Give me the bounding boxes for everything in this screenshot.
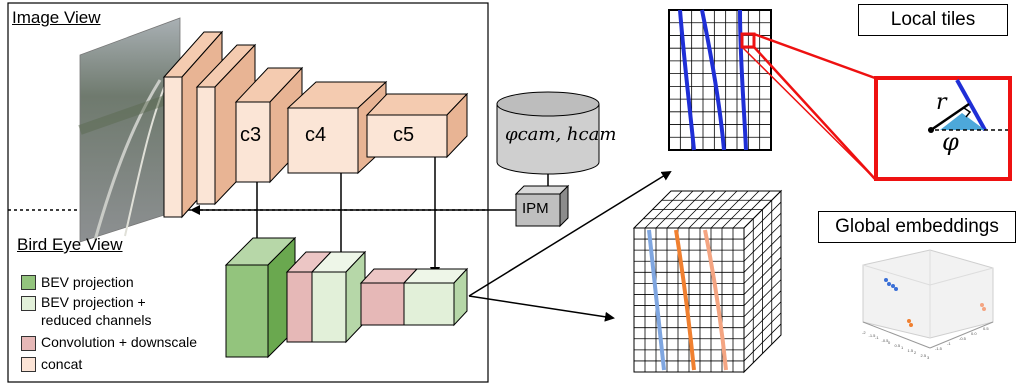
legend-label-convolution: Convolution + downscale bbox=[41, 334, 198, 350]
to-local-tiles-arrow bbox=[468, 170, 672, 297]
legend-label-reduced-line1: BEV projection + bbox=[41, 294, 146, 310]
scatter-tick-label: -1.5 bbox=[868, 332, 876, 338]
bird-eye-view-title: Bird Eye View bbox=[17, 235, 123, 254]
layer-label-c5: c5 bbox=[393, 124, 415, 146]
bev-conv-block-2 bbox=[359, 268, 419, 326]
scatter-tick-label: -0.5 bbox=[881, 337, 889, 343]
phi-symbol: φ bbox=[942, 128, 959, 156]
r-symbol: r bbox=[936, 90, 947, 115]
legend-swatch-convolution bbox=[21, 336, 36, 351]
image-view-title: Image View bbox=[12, 8, 101, 27]
scatter-tick-label: 1.5 bbox=[907, 347, 914, 353]
bev-reduced-block-2 bbox=[402, 267, 469, 327]
scatter-tick-label: -1.5 bbox=[935, 346, 942, 351]
layer-label-c3: c3 bbox=[240, 124, 262, 146]
camera-params-label: φcam, hcam bbox=[505, 124, 617, 145]
to-global-embeddings-arrow bbox=[468, 295, 615, 322]
bev-reduced-block-1 bbox=[310, 250, 367, 344]
backbone-block-c5 bbox=[365, 92, 469, 159]
zoom-line-bottom bbox=[753, 46, 876, 180]
scatter-tick-label: -1 bbox=[875, 335, 879, 340]
scatter-tick-label: 1 bbox=[901, 345, 904, 350]
ipm-label: IPM bbox=[522, 200, 549, 217]
global-embeddings-title: Global embeddings bbox=[818, 211, 1016, 243]
embedding-scatter-plot bbox=[862, 249, 994, 349]
highlighted-tile bbox=[740, 32, 756, 49]
scatter-tick-label: 0.0 bbox=[971, 331, 977, 336]
camera-params-cylinder bbox=[496, 91, 600, 175]
global-lanes bbox=[647, 229, 728, 371]
legend-swatch-concat bbox=[21, 357, 36, 372]
main-frame bbox=[7, 2, 489, 383]
scatter-tick-label: -1 bbox=[947, 341, 951, 346]
local-tiles-title: Local tiles bbox=[858, 4, 1008, 36]
legend-label-reduced-line2: reduced channels bbox=[41, 312, 152, 328]
scatter-tick-label: 0.5 bbox=[894, 342, 901, 348]
zoom-line-side bbox=[741, 46, 876, 180]
zoom-line-top bbox=[753, 32, 876, 80]
legend-label-bev-projection: BEV projection bbox=[41, 274, 134, 290]
scatter-tick-label: -2 bbox=[862, 330, 866, 335]
local-tile-lanes bbox=[678, 9, 748, 151]
scatter-tick-label: -0.5 bbox=[959, 336, 966, 341]
legend-swatch-bev-projection bbox=[21, 275, 36, 290]
layer-label-c4: c4 bbox=[305, 124, 327, 146]
zoomed-tile bbox=[874, 76, 1012, 181]
scatter-tick-label: 3 bbox=[927, 355, 930, 360]
ipm-box bbox=[514, 184, 570, 228]
road-camera-image bbox=[78, 17, 182, 243]
bev-projection-block bbox=[224, 236, 297, 359]
scatter-tick-label: 2.5 bbox=[920, 352, 927, 358]
scatter-tick-label: 2 bbox=[914, 350, 917, 355]
scatter-tick-label: 0 bbox=[888, 340, 891, 345]
scatter-tick-label: 0.5 bbox=[983, 326, 989, 331]
legend-swatch-reduced-channels bbox=[21, 296, 36, 311]
legend-label-concat: concat bbox=[41, 356, 83, 372]
bev-conv-block-1 bbox=[285, 251, 333, 343]
